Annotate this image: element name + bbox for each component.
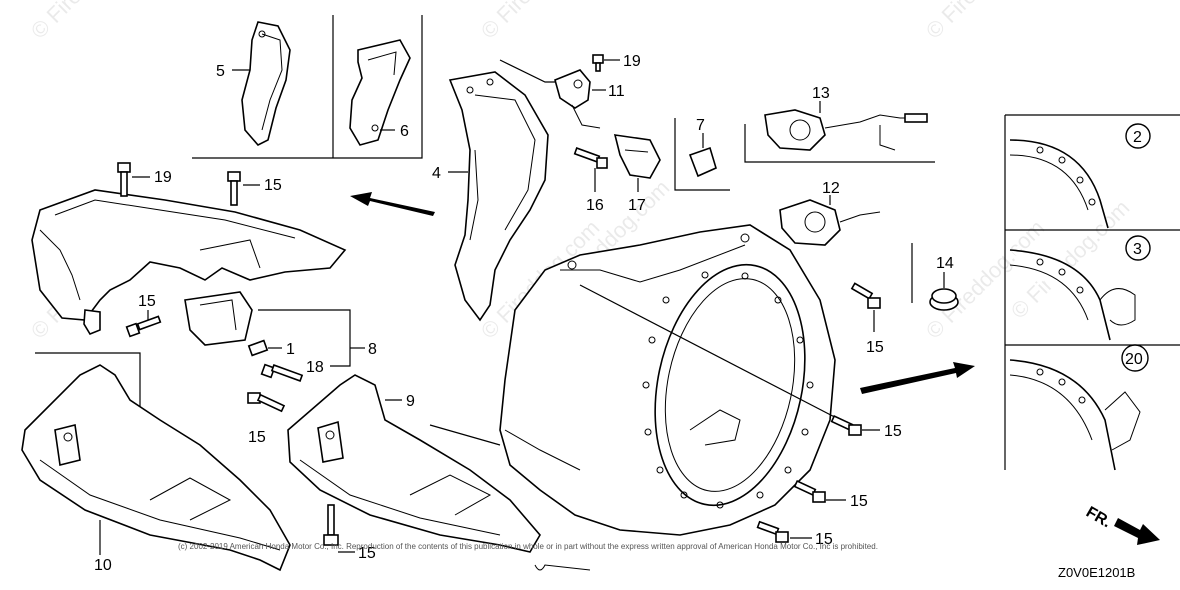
variant-label-3: 3 [1133,241,1142,258]
callout-15-bottom: 15 [358,545,376,562]
callout-15-top: 15 [264,177,282,194]
variant-panel-3: 3 [1004,229,1180,345]
callout-5: 5 [216,63,225,80]
bolt-15 [247,392,286,413]
callout-10: 10 [94,557,112,574]
callout-14: 14 [936,255,954,272]
part-9-lower-cover [287,374,541,553]
bolt-15 [227,171,241,206]
part-18-bolt [260,363,304,382]
part-7-clip [688,146,717,178]
part-14-grommet [929,288,959,311]
bolt-19 [117,162,131,197]
callout-4: 4 [432,165,441,182]
callout-1: 1 [286,341,295,358]
bolt-15 [125,315,162,338]
callout-8: 8 [368,341,377,358]
front-label: FR. [1083,504,1114,532]
diagram-code: Z0V0E1201B [1058,565,1135,580]
watermark: © Fireddog.com [476,0,605,44]
direction-arrow-right [860,362,975,394]
callout-16: 16 [586,197,604,214]
part-8-air-guide [31,189,347,346]
part-11-bracket [554,69,601,129]
callout-19-left: 19 [154,169,172,186]
copyright-notice: (c) 2002-2019 American Honda Motor Co., … [178,542,878,551]
callout-18: 18 [306,359,324,376]
bolt-15 [793,479,826,503]
part-1-spring [247,339,269,357]
bolt-15 [756,520,789,543]
direction-arrow-left [350,192,435,216]
callout-19-top: 19 [623,53,641,70]
callout-15-bottom-center: 15 [815,531,833,548]
front-arrow-icon [1114,518,1160,545]
callout-15-right-mid: 15 [884,423,902,440]
part-17-clip [613,134,661,179]
part-4-shroud [448,71,549,322]
leader-fragment [534,564,591,571]
watermark: © Fireddog.com [921,215,1050,344]
variant-panel-2: 2 [1004,114,1180,230]
part-5-shroud [241,21,291,146]
part-13-switch [764,109,928,151]
callout-7: 7 [696,117,705,134]
front-indicator: FR. [1083,504,1160,545]
part-10-lower-cover [21,364,291,572]
bolt-19 [592,54,604,72]
bolt-15 [323,504,339,546]
bolt-15 [850,282,881,309]
part-6-bracket [349,39,411,146]
callout-11: 11 [608,83,625,100]
callout-9: 9 [406,393,415,410]
callout-15-right-low: 15 [850,493,868,510]
callout-15-left: 15 [138,293,156,310]
variant-label-20: 20 [1125,351,1143,368]
part-12-switch [779,199,881,246]
bolt-15 [830,414,862,436]
variant-panel-20: 20 [1004,344,1180,471]
fan-cover [499,224,836,536]
callout-6: 6 [400,123,409,140]
callout-13: 13 [812,85,830,102]
callout-15-right-upper: 15 [866,339,884,356]
variant-label-2: 2 [1133,129,1142,146]
watermark: © Fireddog.com [921,0,1050,44]
watermark: © Fireddog.com [26,0,155,44]
callout-12: 12 [822,180,840,197]
callout-15-midleft: 15 [248,429,266,446]
callout-17: 17 [628,197,646,214]
part-16-bolt [573,147,608,169]
